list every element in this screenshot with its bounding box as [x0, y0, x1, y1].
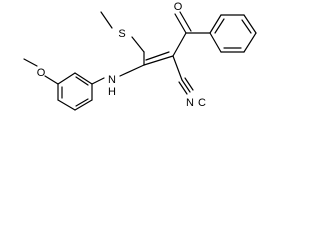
anisole-ring — [57, 72, 93, 111]
bond-co-double-1 — [174, 13, 187, 34]
bond-co-double-2 — [179, 11, 192, 32]
bond-cc-double-1 — [143, 55, 174, 66]
bond-o-ring — [44, 75, 59, 85]
bond-ring-nh — [91, 77, 105, 85]
bond-nh-c — [119, 64, 145, 77]
bond-methyl-s — [100, 11, 113, 29]
bond-cn-triple-1 — [181, 79, 191, 93]
bond-methyl-o — [23, 58, 38, 67]
sulfur-label: S — [118, 28, 125, 40]
nitrile-c-label: C — [198, 97, 206, 109]
oxygen-ketone-label: O — [174, 1, 183, 13]
oxygen-methoxy-label: O — [37, 67, 46, 79]
phenyl-ring — [209, 14, 257, 53]
amine-n-label: N — [108, 74, 116, 86]
nitrile-n-label: N — [186, 97, 194, 109]
amine-h-label: H — [108, 86, 116, 98]
bond-cc-double-2 — [145, 51, 170, 61]
bond-cn-triple-3 — [178, 81, 188, 95]
molecule-structure: O N H S O N C — [23, 1, 257, 111]
bond-c-co — [172, 32, 187, 57]
bond-c-cn — [172, 55, 183, 81]
bond-s-c — [131, 36, 145, 53]
bond-cn-triple-2 — [184, 77, 194, 91]
